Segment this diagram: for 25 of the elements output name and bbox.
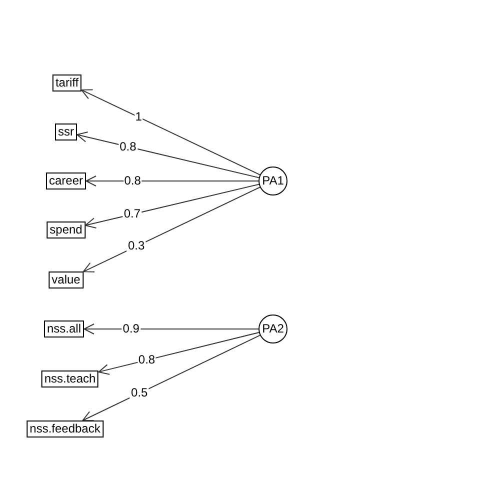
edge-label: 0.9 <box>122 322 140 336</box>
arrow <box>98 332 260 375</box>
variable-box: nss.teach <box>41 370 99 388</box>
variable-box: value <box>48 272 84 288</box>
variable-box: career <box>46 172 86 190</box>
variable-box: nss.all <box>44 320 84 338</box>
variable-box: nss.feedback <box>26 420 104 438</box>
edge-label: 0.8 <box>118 140 138 154</box>
variable-box: spend <box>46 222 86 238</box>
variable-box: ssr <box>55 124 77 140</box>
factor-circle: PA1 <box>258 166 288 196</box>
factor-circle: PA2 <box>258 314 288 344</box>
variable-box: tariff <box>52 74 82 92</box>
arrow <box>82 334 260 422</box>
arrow <box>81 89 260 176</box>
edge-label: 0.8 <box>137 354 156 367</box>
arrow <box>84 324 259 334</box>
arrow <box>76 132 260 178</box>
arrow <box>84 184 260 228</box>
edge-label: 0.8 <box>123 174 142 188</box>
edge-label: 0.5 <box>130 386 149 400</box>
edge-label: 0.7 <box>122 208 142 221</box>
edge-label: 0.3 <box>126 240 146 253</box>
arrow <box>86 176 259 186</box>
arrow <box>82 186 260 272</box>
